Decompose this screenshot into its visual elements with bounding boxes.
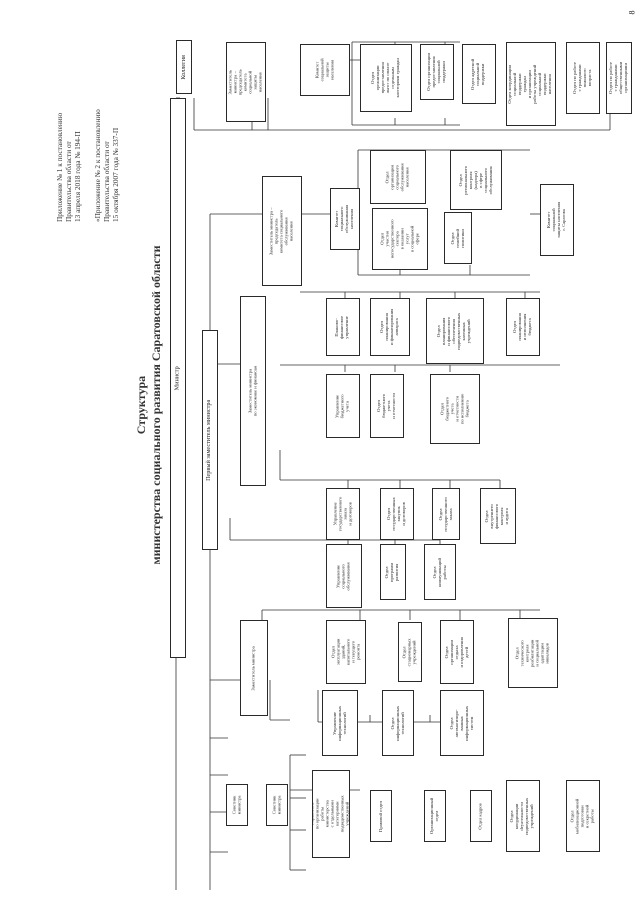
- first-deputy-box: Первый заместитель министра: [202, 330, 218, 550]
- collegium-box: Коллегия: [176, 40, 192, 94]
- legal-department: Правовой отдел: [370, 790, 392, 842]
- deputy-minister-box: Заместитель министра: [240, 620, 268, 716]
- page-number: 8: [627, 10, 637, 15]
- appendix-note-1: Приложение № 1 к постановлению Правитель…: [55, 112, 82, 222]
- appendix-note-2: «Приложение № 2 к постановлению Правител…: [93, 109, 120, 222]
- minister-box: Министр: [170, 98, 186, 658]
- page-title: Структура министерства социального разви…: [134, 245, 163, 565]
- hr-department: Отдел кадров: [470, 790, 492, 842]
